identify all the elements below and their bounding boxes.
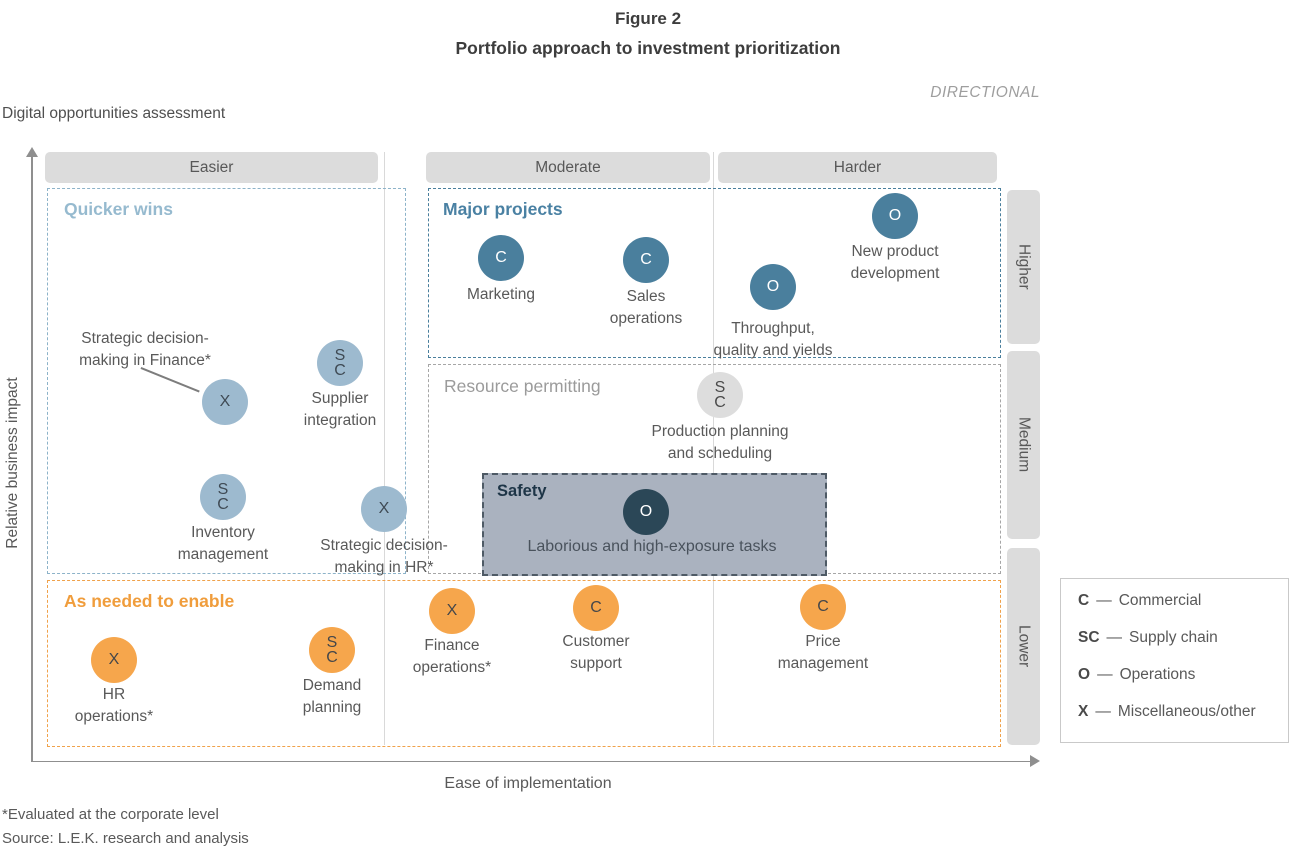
- column-header-harder: Harder: [718, 152, 997, 183]
- column-header-moderate: Moderate: [426, 152, 710, 183]
- column-header-easier: Easier: [45, 152, 378, 183]
- zone-quicker-wins: [47, 188, 406, 574]
- figure-title: Portfolio approach to investment priorit…: [455, 38, 841, 58]
- bubble-label-strategic-finance: Strategic decision- making in Finance*: [79, 330, 211, 369]
- bubble-supplier-integration: S C: [317, 340, 363, 386]
- zone-label-as-needed: As needed to enable: [64, 591, 235, 611]
- footnote-source: Source: L.E.K. research and analysis: [2, 830, 249, 847]
- bubble-label-supplier-integration: Supplier integration: [303, 390, 377, 429]
- bubble-code: O: [888, 207, 902, 225]
- bubble-code: X: [219, 393, 231, 411]
- x-axis-line: [32, 760, 1032, 762]
- bubble-sales-operations: C: [623, 237, 669, 283]
- row-header-higher: Higher: [1007, 190, 1040, 344]
- bubble-code: X: [108, 651, 120, 669]
- column-divider: [384, 152, 385, 745]
- bubble-code: X: [446, 602, 458, 620]
- zone-safety: [482, 473, 827, 576]
- legend-separator: —: [1106, 629, 1123, 646]
- bubble-label-new-product-development: New product development: [850, 243, 940, 282]
- bubble-label-sales-operations: Sales operations: [609, 288, 683, 327]
- zone-major-projects: [428, 188, 1001, 358]
- zone-label-quicker-wins: Quicker wins: [64, 199, 173, 219]
- bubble-label-strategic-hr: Strategic decision- making in HR*: [320, 537, 448, 576]
- bubble-throughput: O: [750, 264, 796, 310]
- bubble-code: C: [590, 599, 602, 617]
- bubble-code: O: [766, 278, 780, 296]
- bubble-code: O: [639, 503, 653, 521]
- bubble-laborious-tasks: O: [623, 489, 669, 535]
- bubble-production-planning: S C: [697, 372, 743, 418]
- legend-name: Supply chain: [1129, 629, 1218, 646]
- bubble-code: C: [640, 251, 652, 269]
- bubble-label-inventory-management: Inventory management: [177, 524, 269, 563]
- bubble-label-production-planning: Production planning and scheduling: [651, 423, 789, 462]
- bubble-strategic-finance: X: [202, 379, 248, 425]
- bubble-code: S C: [217, 480, 229, 513]
- legend-item-commercial: C — Commercial: [1078, 592, 1288, 610]
- legend-name: Commercial: [1118, 592, 1202, 609]
- safety-description: Laborious and high-exposure tasks: [527, 538, 777, 555]
- bubble-strategic-hr: X: [361, 486, 407, 532]
- bubble-hr-operations: X: [91, 637, 137, 683]
- legend-code: C: [1078, 592, 1090, 609]
- zone-label-safety: Safety: [497, 482, 547, 500]
- row-header-lower: Lower: [1007, 548, 1040, 745]
- directional-note: DIRECTIONAL: [930, 84, 1040, 101]
- bubble-code: C: [817, 598, 829, 616]
- zone-label-major-projects: Major projects: [443, 199, 563, 219]
- bubble-code: S C: [326, 633, 338, 666]
- bubble-code: S C: [334, 346, 346, 379]
- bubble-customer-support: C: [573, 585, 619, 631]
- bubble-demand-planning: S C: [309, 627, 355, 673]
- x-axis-label: Ease of implementation: [444, 775, 612, 792]
- zone-as-needed-to-enable: [47, 580, 1001, 747]
- assessment-title: Digital opportunities assessment: [2, 105, 226, 122]
- legend-code: X: [1078, 703, 1089, 720]
- bubble-new-product-development: O: [872, 193, 918, 239]
- bubble-inventory-management: S C: [200, 474, 246, 520]
- legend-code: O: [1078, 666, 1091, 683]
- legend-name: Miscellaneous/other: [1117, 703, 1256, 720]
- bubble-code: X: [378, 500, 390, 518]
- bubble-code: C: [495, 249, 507, 267]
- legend-separator: —: [1097, 666, 1113, 683]
- bubble-label-finance-operations: Finance operations*: [412, 637, 492, 676]
- bubble-label-price-management: Price management: [777, 633, 869, 672]
- bubble-marketing: C: [478, 235, 524, 281]
- bubble-label-customer-support: Customer support: [562, 633, 630, 672]
- y-axis-line: [31, 157, 33, 762]
- legend-separator: —: [1095, 703, 1111, 720]
- legend-item-miscellaneous: X — Miscellaneous/other: [1078, 703, 1288, 721]
- legend-code: SC: [1078, 629, 1100, 646]
- x-axis-arrow-icon: [1030, 755, 1040, 767]
- legend-name: Operations: [1119, 666, 1196, 683]
- figure-number: Figure 2: [614, 9, 682, 28]
- y-axis-label: Relative business impact: [4, 377, 21, 549]
- bubble-price-management: C: [800, 584, 846, 630]
- y-axis-arrow-icon: [26, 147, 38, 157]
- legend-item-supply-chain: SC — Supply chain: [1078, 629, 1288, 647]
- bubble-label-hr-operations: HR operations*: [74, 686, 154, 725]
- bubble-label-demand-planning: Demand planning: [302, 677, 362, 716]
- legend-item-operations: O — Operations: [1078, 666, 1288, 684]
- legend-box: C — Commercial SC — Supply chain O — Operation…: [1060, 578, 1289, 743]
- bubble-finance-operations: X: [429, 588, 475, 634]
- legend-separator: —: [1096, 592, 1112, 609]
- row-header-medium: Medium: [1007, 351, 1040, 539]
- bubble-code: S C: [714, 378, 726, 411]
- bubble-label-throughput: Throughput, quality and yields: [713, 320, 833, 359]
- footnote-evaluated: *Evaluated at the corporate level: [2, 806, 219, 823]
- zone-label-resource-permitting: Resource permitting: [444, 376, 601, 396]
- bubble-label-marketing: Marketing: [466, 286, 536, 303]
- column-divider: [713, 152, 714, 745]
